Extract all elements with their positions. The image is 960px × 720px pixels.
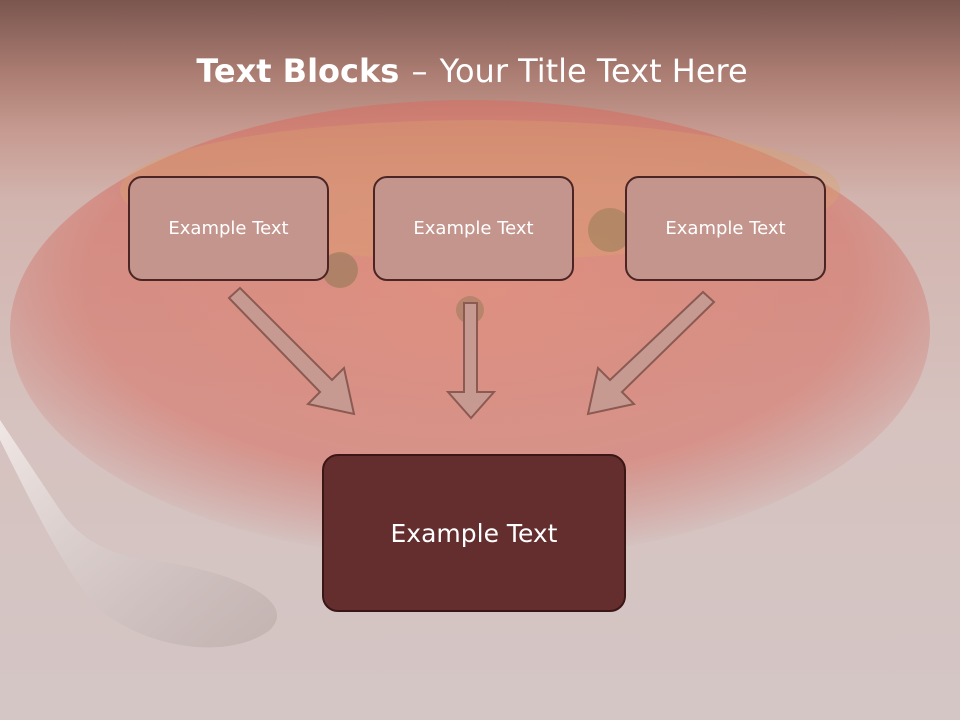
title-separator: – — [411, 52, 428, 90]
title-rest: Your Title Text Here — [439, 52, 748, 90]
title-bold-part: Text Blocks — [196, 52, 400, 90]
spoon-shape — [0, 420, 278, 648]
text-block-3[interactable]: Example Text — [625, 176, 826, 281]
text-block-3-label: Example Text — [665, 218, 786, 239]
text-block-1[interactable]: Example Text — [128, 176, 329, 281]
arrow-left — [227, 286, 356, 416]
target-text-block-label: Example Text — [390, 518, 558, 548]
arrow-right — [586, 290, 716, 416]
text-block-1-label: Example Text — [168, 218, 289, 239]
text-block-2[interactable]: Example Text — [373, 176, 574, 281]
arrow-center — [445, 302, 497, 420]
slide-title: Text Blocks – Your Title Text Here — [0, 52, 944, 90]
target-text-block[interactable]: Example Text — [322, 454, 626, 612]
text-block-2-label: Example Text — [413, 218, 534, 239]
